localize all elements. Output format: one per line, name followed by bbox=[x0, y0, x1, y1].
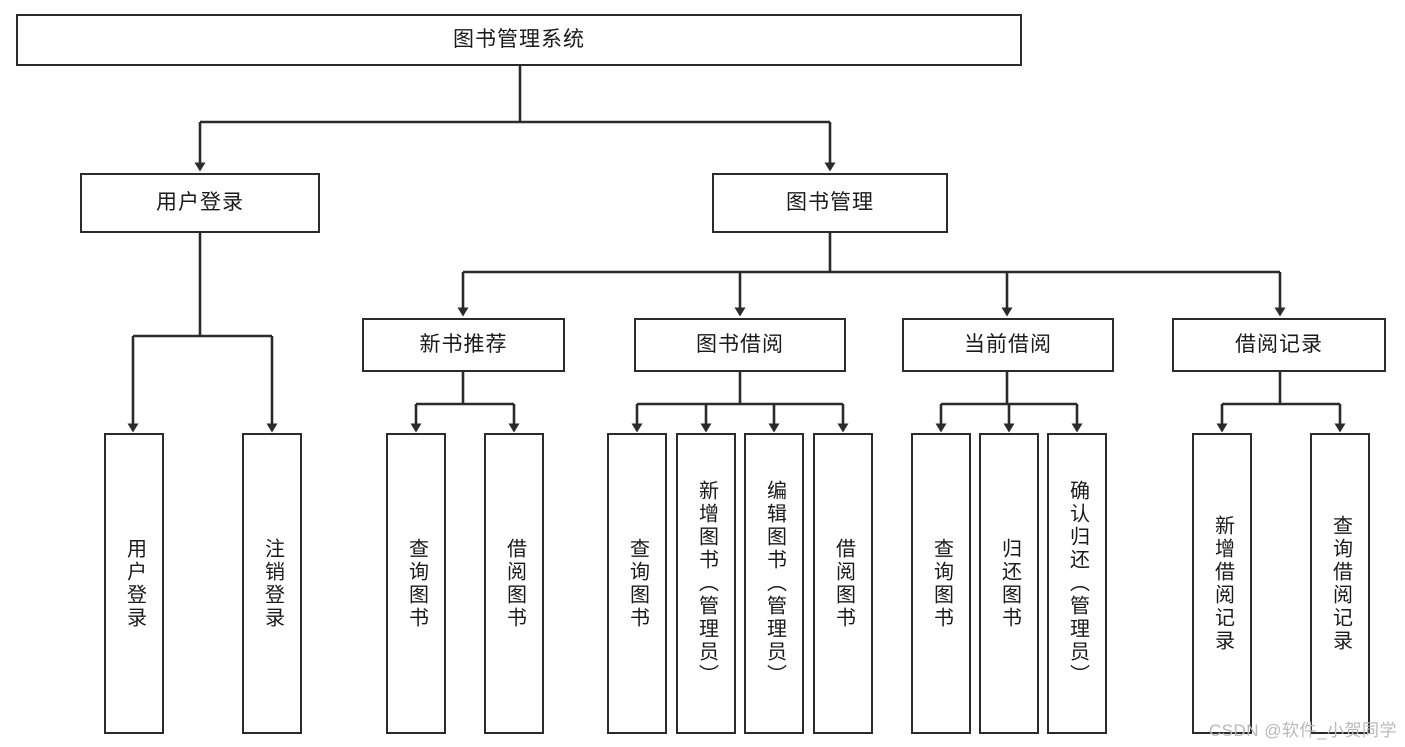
leaf-query-record[interactable]: 查询借阅记录 bbox=[1310, 433, 1370, 734]
leaf-query-book-1[interactable]: 查询图书 bbox=[386, 433, 446, 734]
leaf-logout[interactable]: 注销登录 bbox=[242, 433, 302, 734]
node-borrow-record-label: 借阅记录 bbox=[1235, 333, 1323, 357]
leaf-return-book[interactable]: 归还图书 bbox=[979, 433, 1039, 734]
node-book-manage[interactable]: 图书管理 bbox=[712, 173, 948, 233]
leaf-query-book-2-label: 查询图书 bbox=[626, 537, 649, 630]
node-user-login-label: 用户登录 bbox=[156, 191, 244, 215]
leaf-user-login-label: 用户登录 bbox=[123, 537, 146, 630]
leaf-borrow-book-2[interactable]: 借阅图书 bbox=[813, 433, 873, 734]
connectors-current-borrow bbox=[935, 372, 1083, 433]
leaf-query-book-1-label: 查询图书 bbox=[405, 537, 428, 630]
leaf-borrow-book-1-label: 借阅图书 bbox=[503, 537, 526, 630]
leaf-return-book-label: 归还图书 bbox=[998, 537, 1021, 630]
node-user-login[interactable]: 用户登录 bbox=[80, 173, 320, 233]
leaf-edit-book-label: 编辑图书（管理员） bbox=[763, 480, 786, 687]
node-current-borrow-label: 当前借阅 bbox=[964, 333, 1052, 357]
leaf-confirm-return[interactable]: 确认归还（管理员） bbox=[1047, 433, 1107, 734]
leaf-query-book-3[interactable]: 查询图书 bbox=[911, 433, 971, 734]
node-book-manage-label: 图书管理 bbox=[786, 191, 874, 215]
leaf-borrow-book-2-label: 借阅图书 bbox=[832, 537, 855, 630]
leaf-user-login[interactable]: 用户登录 bbox=[104, 433, 164, 734]
node-current-borrow[interactable]: 当前借阅 bbox=[902, 318, 1114, 372]
leaf-add-record[interactable]: 新增借阅记录 bbox=[1192, 433, 1252, 734]
leaf-query-book-3-label: 查询图书 bbox=[930, 537, 953, 630]
leaf-query-record-label: 查询借阅记录 bbox=[1329, 514, 1352, 653]
node-root[interactable]: 图书管理系统 bbox=[16, 14, 1022, 66]
leaf-add-book-label: 新增图书（管理员） bbox=[695, 480, 718, 687]
leaf-add-book[interactable]: 新增图书（管理员） bbox=[676, 433, 736, 734]
watermark-text: CSDN @软件_小贺同学 bbox=[1208, 721, 1397, 740]
node-root-label: 图书管理系统 bbox=[453, 28, 585, 52]
connectors-borrow-record bbox=[1216, 372, 1346, 433]
leaf-edit-book[interactable]: 编辑图书（管理员） bbox=[744, 433, 804, 734]
connectors-book-borrow bbox=[631, 372, 849, 433]
leaf-logout-label: 注销登录 bbox=[261, 537, 284, 630]
leaf-query-book-2[interactable]: 查询图书 bbox=[607, 433, 667, 734]
node-book-borrow[interactable]: 图书借阅 bbox=[634, 318, 846, 372]
connectors-user-login bbox=[127, 233, 278, 433]
leaf-confirm-return-label: 确认归还（管理员） bbox=[1066, 480, 1089, 687]
connectors-new-book-recommend bbox=[410, 372, 520, 433]
node-borrow-record[interactable]: 借阅记录 bbox=[1172, 318, 1386, 372]
connectors-root bbox=[194, 66, 836, 172]
leaf-add-record-label: 新增借阅记录 bbox=[1211, 514, 1234, 653]
node-new-book-recommend-label: 新书推荐 bbox=[419, 333, 508, 357]
node-book-borrow-label: 图书借阅 bbox=[696, 333, 784, 357]
node-new-book-recommend[interactable]: 新书推荐 bbox=[362, 318, 565, 372]
leaf-borrow-book-1[interactable]: 借阅图书 bbox=[484, 433, 544, 734]
connectors-book-manage bbox=[457, 233, 1286, 317]
